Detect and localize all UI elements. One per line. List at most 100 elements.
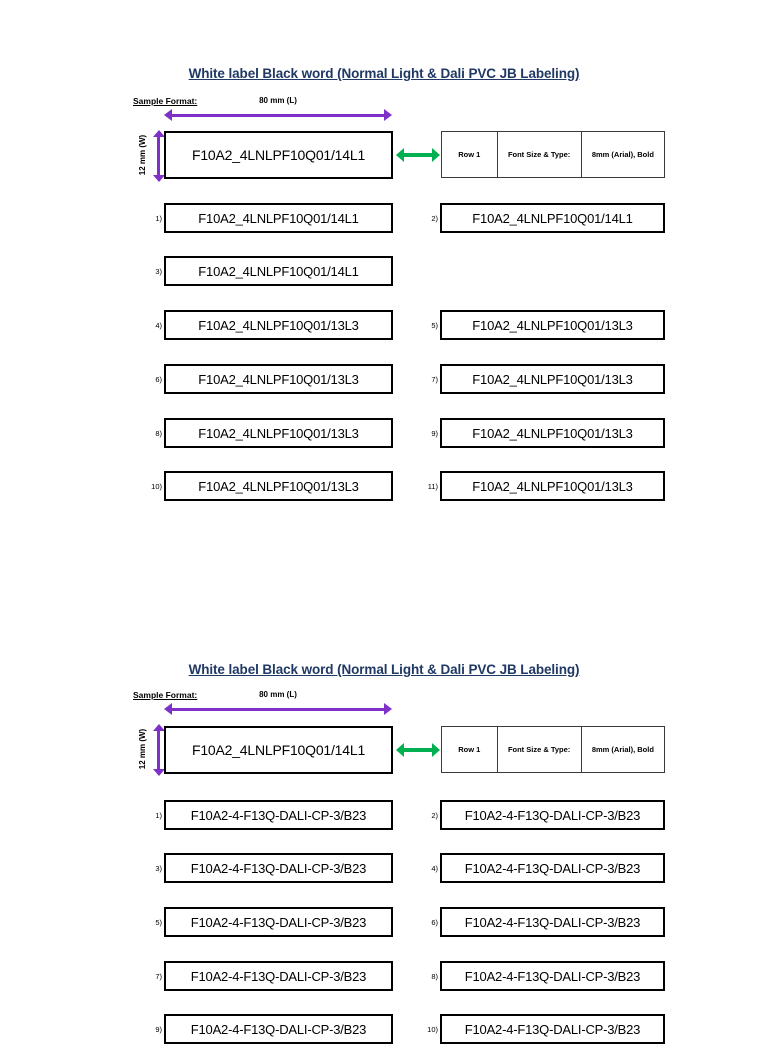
label-number: 9) bbox=[155, 1025, 162, 1034]
sample-format-label: Sample Format: bbox=[133, 96, 198, 106]
arrow-head-right-icon bbox=[384, 703, 392, 715]
label-number: 3) bbox=[155, 864, 162, 873]
width-dimension-arrow: 12 mm (W) bbox=[138, 724, 166, 776]
label-number: 10) bbox=[151, 482, 162, 491]
label-text: F10A2_4LNLPF10Q01/13L3 bbox=[198, 371, 359, 387]
label-box: F10A2_4LNLPF10Q01/13L3 bbox=[440, 310, 665, 340]
arrow-head-left-icon bbox=[164, 703, 172, 715]
label-box: F10A2_4LNLPF10Q01/13L3 bbox=[440, 364, 665, 394]
arrow-head-right-icon bbox=[432, 743, 440, 757]
arrow-head-left-icon bbox=[396, 743, 404, 757]
label-box: F10A2-4-F13Q-DALI-CP-3/B23 bbox=[164, 961, 393, 991]
label-box: F10A2_4LNLPF10Q01/13L3 bbox=[164, 471, 393, 501]
arrow-head-right-icon bbox=[432, 148, 440, 162]
label-text: F10A2_4LNLPF10Q01/13L3 bbox=[198, 425, 359, 441]
label-box: F10A2_4LNLPF10Q01/13L3 bbox=[440, 418, 665, 448]
label-box: F10A2-4-F13Q-DALI-CP-3/B23 bbox=[164, 907, 393, 937]
label-number: 8) bbox=[431, 972, 438, 981]
label-number: 9) bbox=[431, 429, 438, 438]
arrow-line bbox=[157, 136, 160, 176]
label-box: F10A2_4LNLPF10Q01/14L1 bbox=[164, 203, 393, 233]
arrow-head-up-icon bbox=[152, 130, 165, 137]
label-number: 7) bbox=[155, 972, 162, 981]
label-text: F10A2-4-F13Q-DALI-CP-3/B23 bbox=[190, 968, 367, 984]
spec-row-label: Row 1 bbox=[442, 132, 498, 177]
length-dimension-text: 80 mm (L) bbox=[259, 96, 297, 105]
label-number: 5) bbox=[431, 321, 438, 330]
label-number: 1) bbox=[155, 214, 162, 223]
label-text: F10A2-4-F13Q-DALI-CP-3/B23 bbox=[190, 807, 367, 823]
label-number: 1) bbox=[155, 811, 162, 820]
arrow-line bbox=[170, 708, 386, 711]
connector-arrow bbox=[396, 148, 440, 162]
connector-arrow bbox=[396, 743, 440, 757]
label-text: F10A2-4-F13Q-DALI-CP-3/B23 bbox=[464, 860, 641, 876]
spec-font-header: Font Size & Type: bbox=[498, 132, 582, 177]
label-box: F10A2_4LNLPF10Q01/14L1 bbox=[164, 256, 393, 286]
label-box: F10A2_4LNLPF10Q01/13L3 bbox=[164, 418, 393, 448]
label-number: 2) bbox=[431, 811, 438, 820]
label-text: F10A2_4LNLPF10Q01/13L3 bbox=[472, 317, 633, 333]
label-box: F10A2_4LNLPF10Q01/13L3 bbox=[440, 471, 665, 501]
arrow-line bbox=[157, 730, 160, 770]
label-text: F10A2_4LNLPF10Q01/13L3 bbox=[472, 425, 633, 441]
label-box: F10A2-4-F13Q-DALI-CP-3/B23 bbox=[164, 853, 393, 883]
length-dimension-arrow: 80 mm (L) bbox=[164, 690, 392, 718]
label-text: F10A2_4LNLPF10Q01/14L1 bbox=[198, 263, 359, 279]
label-number: 6) bbox=[155, 375, 162, 384]
arrow-head-down-icon bbox=[152, 769, 165, 776]
label-box: F10A2-4-F13Q-DALI-CP-3/B23 bbox=[440, 1014, 665, 1044]
spec-font-value: 8mm (Arial), Bold bbox=[591, 745, 654, 754]
width-dimension-text: 12 mm (W) bbox=[138, 134, 147, 176]
arrow-line bbox=[402, 748, 434, 752]
arrow-head-right-icon bbox=[384, 109, 392, 121]
arrow-head-down-icon bbox=[152, 175, 165, 182]
label-box: F10A2-4-F13Q-DALI-CP-3/B23 bbox=[164, 800, 393, 830]
label-box: F10A2-4-F13Q-DALI-CP-3/B23 bbox=[440, 907, 665, 937]
sample-label-text: F10A2_4LNLPF10Q01/14L1 bbox=[191, 147, 366, 163]
arrow-head-left-icon bbox=[164, 109, 172, 121]
spec-table: Row 1 Font Size & Type: 8mm (Arial), Bol… bbox=[441, 131, 665, 178]
spec-row-label: Row 1 bbox=[442, 727, 498, 772]
label-box: F10A2-4-F13Q-DALI-CP-3/B23 bbox=[440, 853, 665, 883]
label-text: F10A2-4-F13Q-DALI-CP-3/B23 bbox=[464, 968, 641, 984]
label-text: F10A2_4LNLPF10Q01/14L1 bbox=[472, 210, 633, 226]
label-text: F10A2_4LNLPF10Q01/13L3 bbox=[472, 478, 633, 494]
label-number: 2) bbox=[431, 214, 438, 223]
sample-label-box: F10A2_4LNLPF10Q01/14L1 bbox=[164, 131, 393, 179]
label-box: F10A2-4-F13Q-DALI-CP-3/B23 bbox=[164, 1014, 393, 1044]
sample-format-label: Sample Format: bbox=[133, 690, 198, 700]
width-dimension-arrow: 12 mm (W) bbox=[138, 130, 166, 182]
label-number: 6) bbox=[431, 918, 438, 927]
width-dimension-text: 12 mm (W) bbox=[138, 728, 147, 770]
label-text: F10A2-4-F13Q-DALI-CP-3/B23 bbox=[190, 860, 367, 876]
label-text: F10A2_4LNLPF10Q01/13L3 bbox=[472, 371, 633, 387]
label-number: 11) bbox=[427, 482, 438, 491]
label-number: 5) bbox=[155, 918, 162, 927]
label-number: 7) bbox=[431, 375, 438, 384]
arrow-head-up-icon bbox=[152, 724, 165, 731]
label-box: F10A2-4-F13Q-DALI-CP-3/B23 bbox=[440, 961, 665, 991]
arrow-head-left-icon bbox=[396, 148, 404, 162]
spec-table: Row 1 Font Size & Type: 8mm (Arial), Bol… bbox=[441, 726, 665, 773]
label-box: F10A2_4LNLPF10Q01/13L3 bbox=[164, 310, 393, 340]
label-text: F10A2_4LNLPF10Q01/13L3 bbox=[198, 317, 359, 333]
label-box: F10A2_4LNLPF10Q01/13L3 bbox=[164, 364, 393, 394]
sample-label-text: F10A2_4LNLPF10Q01/14L1 bbox=[191, 742, 366, 758]
section-title: White label Black word (Normal Light & D… bbox=[188, 662, 580, 677]
label-text: F10A2-4-F13Q-DALI-CP-3/B23 bbox=[190, 914, 367, 930]
label-box: F10A2-4-F13Q-DALI-CP-3/B23 bbox=[440, 800, 665, 830]
label-number: 4) bbox=[155, 321, 162, 330]
label-text: F10A2_4LNLPF10Q01/14L1 bbox=[198, 210, 359, 226]
length-dimension-arrow: 80 mm (L) bbox=[164, 96, 392, 124]
label-number: 4) bbox=[431, 864, 438, 873]
length-dimension-text: 80 mm (L) bbox=[259, 690, 297, 699]
label-number: 10) bbox=[427, 1025, 438, 1034]
label-text: F10A2-4-F13Q-DALI-CP-3/B23 bbox=[464, 807, 641, 823]
section-title: White label Black word (Normal Light & D… bbox=[188, 66, 580, 81]
arrow-line bbox=[170, 114, 386, 117]
label-box: F10A2_4LNLPF10Q01/14L1 bbox=[440, 203, 665, 233]
label-number: 8) bbox=[155, 429, 162, 438]
label-text: F10A2_4LNLPF10Q01/13L3 bbox=[198, 478, 359, 494]
